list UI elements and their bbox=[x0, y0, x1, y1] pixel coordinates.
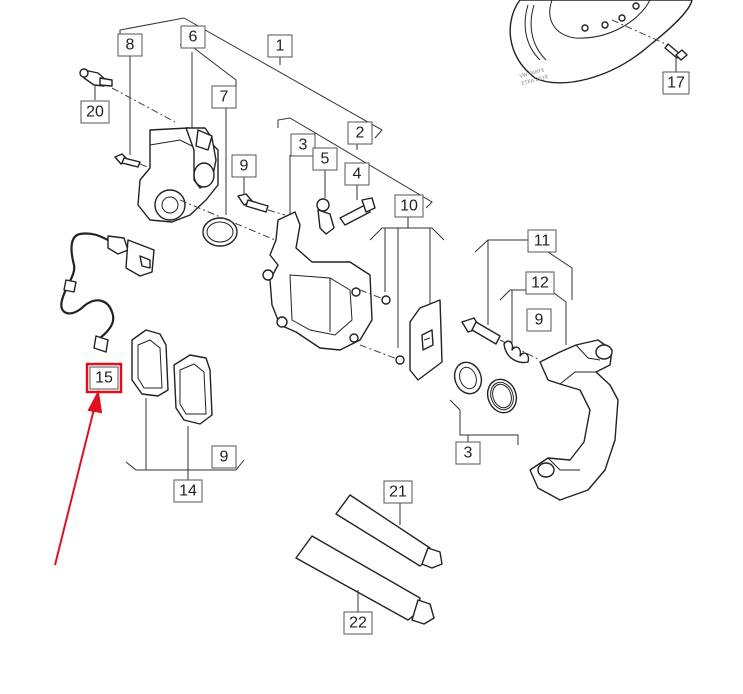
callout-6-label: 6 bbox=[189, 29, 198, 46]
bleeder-valve-4 bbox=[339, 185, 376, 226]
callout-8[interactable]: 8 bbox=[117, 33, 143, 57]
caliper-carrier bbox=[529, 339, 619, 501]
callout-8-label: 8 bbox=[126, 37, 135, 54]
callout-22-label: 22 bbox=[349, 615, 367, 632]
callout-9-upper-label: 9 bbox=[240, 158, 249, 175]
caliper-housing-3 bbox=[262, 155, 373, 351]
callout-7[interactable]: 7 bbox=[211, 85, 237, 109]
callout-22[interactable]: 22 bbox=[343, 611, 373, 635]
guide-bolt bbox=[461, 317, 541, 361]
sensor-20 bbox=[79, 68, 113, 100]
callout-1-label: 1 bbox=[276, 38, 285, 55]
bracket-14 bbox=[125, 459, 245, 471]
callout-20[interactable]: 20 bbox=[80, 100, 110, 124]
wear-sensor-15 bbox=[60, 232, 155, 353]
callout-10[interactable]: 10 bbox=[394, 194, 424, 218]
callout-6[interactable]: 6 bbox=[180, 25, 206, 49]
bracket-2 bbox=[277, 117, 433, 209]
bracket-10 bbox=[369, 227, 445, 241]
callout-20-label: 20 bbox=[86, 104, 104, 121]
callout-3-upper-label: 3 bbox=[299, 137, 308, 154]
callout-5-label: 5 bbox=[321, 151, 330, 168]
grease-tube-21 bbox=[335, 494, 443, 569]
callout-9-lower[interactable]: 9 bbox=[211, 445, 237, 469]
bleeder-cap-5 bbox=[316, 170, 335, 235]
bolt-8 bbox=[111, 87, 176, 169]
callout-14-label: 14 bbox=[179, 483, 197, 500]
brake-pad-right bbox=[173, 354, 213, 425]
o-ring-7 bbox=[202, 217, 238, 247]
callout-10-label: 10 bbox=[400, 198, 418, 215]
bracket-1 bbox=[119, 17, 383, 139]
callout-14[interactable]: 14 bbox=[173, 479, 203, 503]
callout-17-label: 17 bbox=[667, 75, 685, 92]
callout-9-lower-label: 9 bbox=[220, 449, 229, 466]
callout-15[interactable]: 15 bbox=[85, 362, 123, 394]
callout-12[interactable]: 12 bbox=[525, 271, 555, 295]
callout-3-lower[interactable]: 3 bbox=[455, 441, 481, 465]
callout-15-label: 15 bbox=[95, 370, 113, 387]
callout-3-lower-label: 3 bbox=[464, 445, 473, 462]
highlight-arrow bbox=[54, 389, 103, 566]
bracket-11 bbox=[474, 239, 573, 300]
callout-11[interactable]: 11 bbox=[527, 229, 557, 253]
callout-12-label: 12 bbox=[531, 275, 549, 292]
callout-5[interactable]: 5 bbox=[312, 147, 338, 171]
brake-pad-left bbox=[131, 329, 169, 397]
bracket-6-7 bbox=[180, 44, 237, 90]
callout-3-upper[interactable]: 3 bbox=[290, 133, 316, 157]
grease-tube-22 bbox=[295, 535, 435, 625]
callout-7-label: 7 bbox=[220, 89, 229, 106]
callout-9-upper[interactable]: 9 bbox=[231, 154, 257, 178]
caliper-motor-6 bbox=[137, 127, 219, 223]
piston-seal-rings bbox=[453, 361, 518, 414]
bolt-9-upper bbox=[237, 177, 286, 216]
callout-21[interactable]: 21 bbox=[383, 480, 413, 504]
brake-disc: VW PARTS ETKA 2018 bbox=[509, 0, 693, 87]
callout-4[interactable]: 4 bbox=[344, 162, 370, 186]
callout-1[interactable]: 1 bbox=[267, 34, 293, 58]
bracket-3-lower bbox=[449, 399, 519, 445]
callout-11-label: 11 bbox=[534, 233, 551, 250]
guide-spring bbox=[503, 340, 530, 364]
callout-21-label: 21 bbox=[389, 484, 407, 501]
callout-2[interactable]: 2 bbox=[347, 121, 373, 145]
disc-screw-17 bbox=[611, 19, 688, 72]
callout-2-label: 2 bbox=[356, 125, 365, 142]
callout-4-label: 4 bbox=[353, 166, 362, 183]
guide-pins bbox=[359, 289, 405, 365]
callout-17[interactable]: 17 bbox=[662, 71, 690, 95]
anti-rattle-plate bbox=[409, 299, 443, 381]
callout-9-right-label: 9 bbox=[535, 312, 544, 329]
callout-15-highlight bbox=[85, 362, 123, 394]
callout-9-right[interactable]: 9 bbox=[526, 308, 552, 332]
